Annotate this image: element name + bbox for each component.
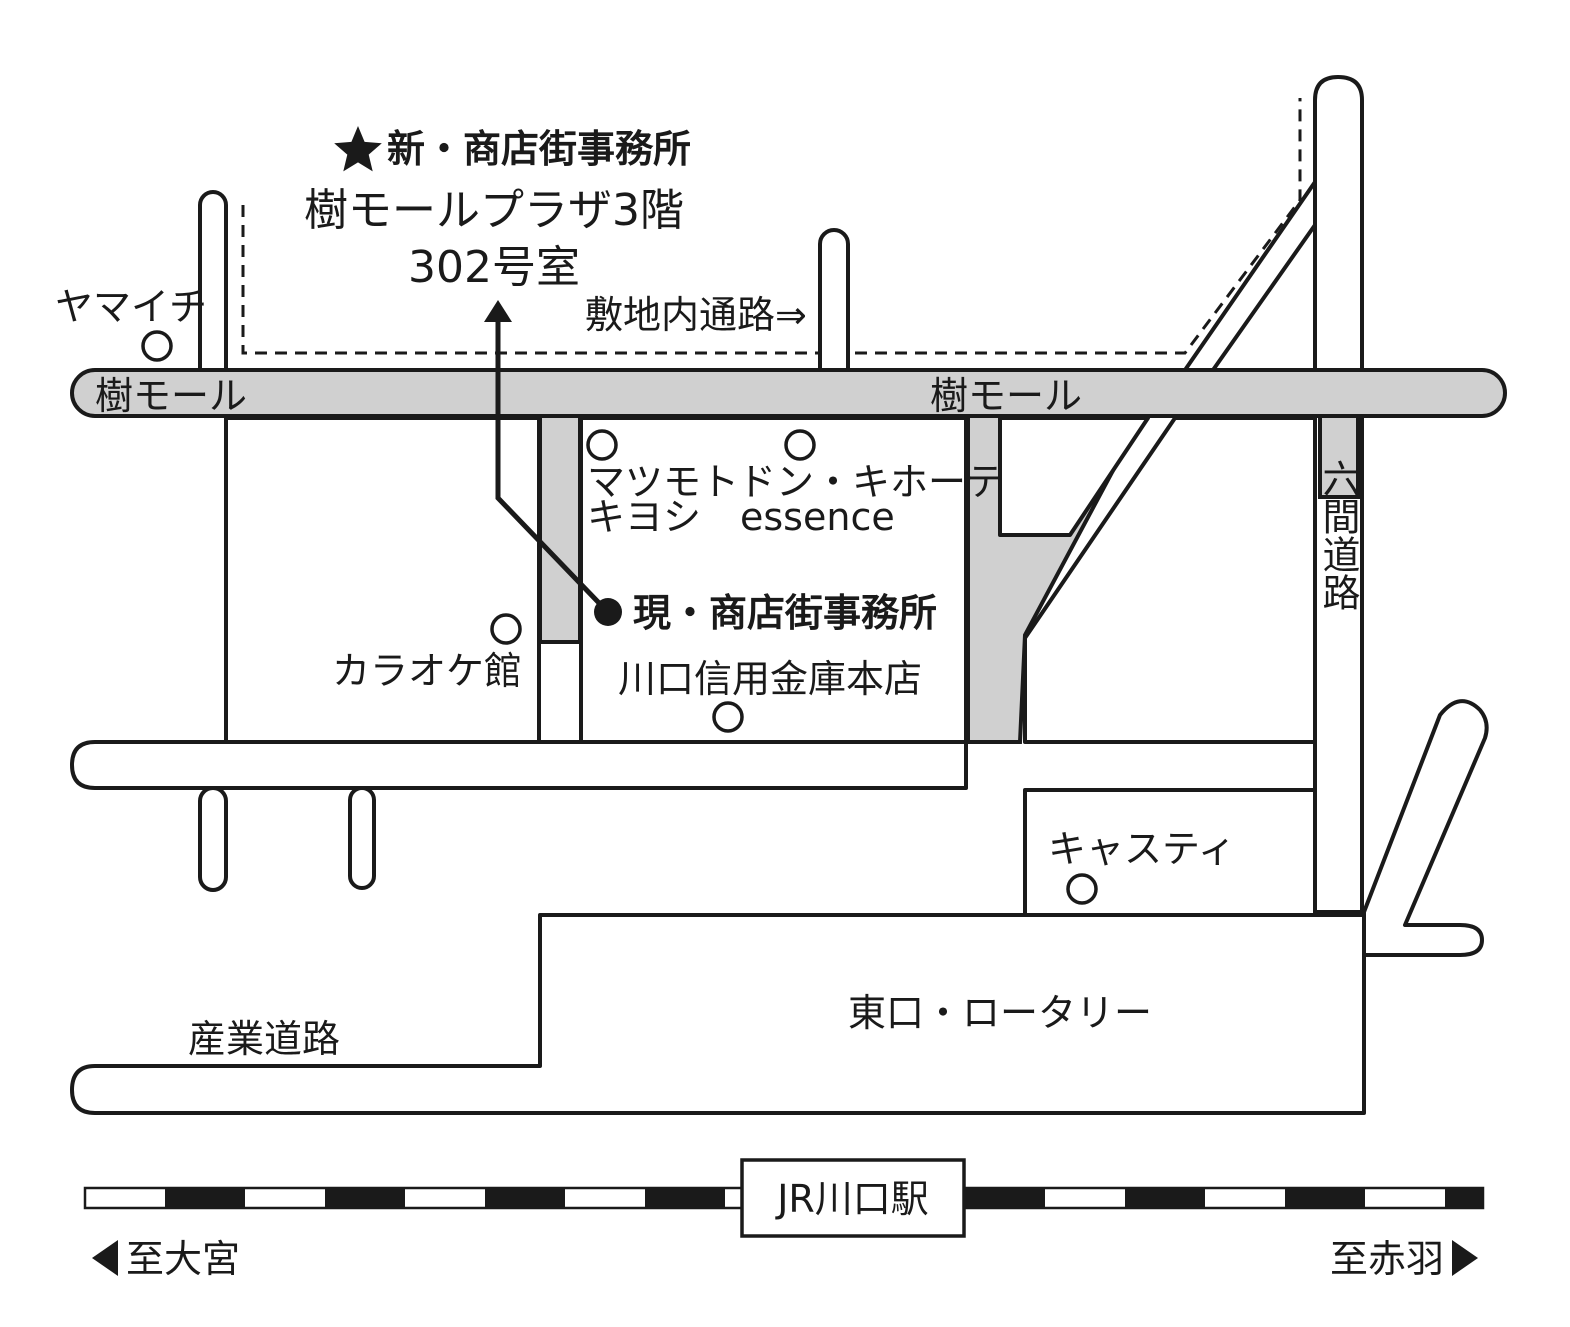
new-office-title: 新・商店街事務所 [387,127,691,171]
private-path-label: 敷地内通路⇒ [585,293,807,337]
ki-mall-label-left: 樹モール [95,374,247,418]
road-diagonal-upper [1183,180,1317,372]
poi-circle-yamaichi [141,330,173,362]
station-box [740,1158,966,1238]
block-left [224,416,541,744]
rotary-label: 東口・ロータリー [848,991,1152,1035]
road-diagonal-lower [1362,699,1489,957]
route-arrow-head-icon [484,300,512,322]
star-icon [334,126,382,172]
matsumoto-label-line1: マツモト [587,460,739,504]
railway-dashes [165,1188,1483,1208]
block-center [579,416,968,744]
road-stub-1 [198,786,228,892]
poi-circle-donki [784,429,816,461]
road-stub-2 [348,786,376,890]
yamaichi-label: ヤマイチ [55,285,207,329]
direction-omiya: 至大宮 [126,1237,240,1281]
sangyo-road-label: 産業道路 [188,1017,340,1061]
road-horizontal-middle [70,740,968,790]
direction-akabane: 至赤羽 [1330,1237,1444,1281]
block-small-triangle [998,416,1150,537]
karaoke-label: カラオケ館 [332,649,522,693]
casty-label: キャスティ [1048,827,1236,871]
poi-circle-kawaguchi-shinyo [712,701,744,733]
kawaguchi-shinyo-label: 川口信用金庫本店 [618,657,922,701]
filled-circle-icon [594,598,622,626]
road-vertical-mid-top [818,228,850,392]
ki-mall-label-right: 樹モール [930,374,1082,418]
private-path-dashed [241,98,1302,355]
poi-circle-casty [1066,873,1098,905]
new-office-building: 樹モールプラザ3階 [304,185,684,236]
right-arrow-icon [1452,1240,1478,1276]
station-label: JR川口駅 [775,1177,929,1221]
poi-circle-matsumoto [586,429,618,461]
new-office-room: 302号室 [408,242,580,293]
block-right [1023,416,1317,744]
mall-connector-left [538,390,582,644]
route-arrow-line [495,318,602,606]
donki-label-line1: ドン・キホーテ [738,460,1004,504]
donki-label-line2: essence [740,495,895,539]
ki-mall-road [70,368,1507,418]
rokken-road-label: 六間道路 [1316,459,1360,611]
sangyo-road-and-rotary [70,913,1366,1115]
poi-circle-karaoke [490,613,522,645]
matsumoto-label-line2: キヨシ [587,495,701,539]
left-arrow-icon [92,1240,118,1276]
current-office-label: 現・商店街事務所 [633,591,937,635]
